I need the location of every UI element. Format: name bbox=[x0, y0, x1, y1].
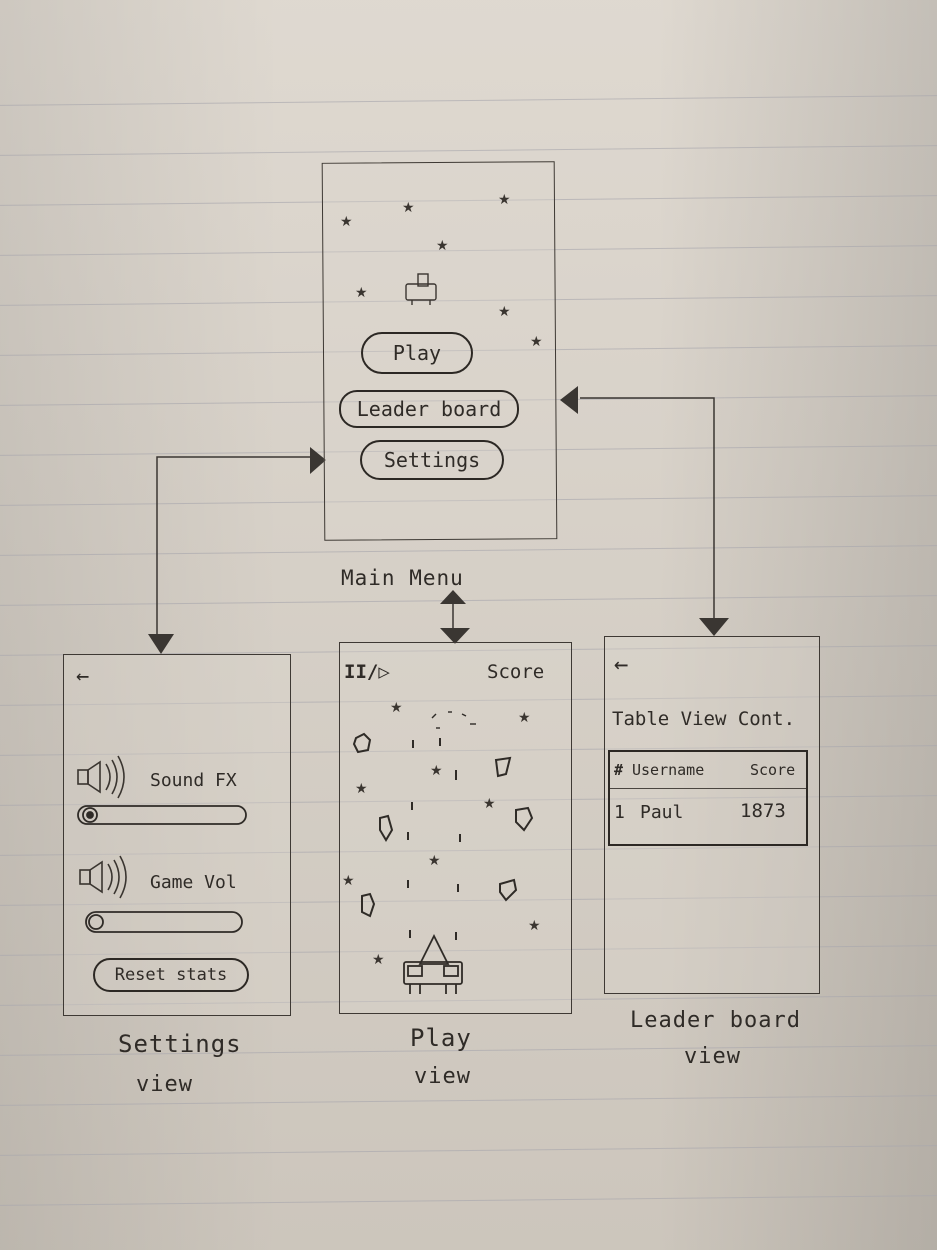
star-icon: ★ bbox=[402, 200, 415, 216]
reset-stats-button[interactable]: Reset stats bbox=[93, 958, 249, 992]
asteroid-icon bbox=[352, 732, 372, 754]
star-icon: ★ bbox=[340, 214, 353, 230]
asteroid-icon bbox=[379, 814, 394, 842]
play-caption-line2: view bbox=[414, 1064, 471, 1089]
asteroid-icon bbox=[499, 878, 518, 902]
speaker-icon bbox=[77, 755, 125, 799]
main-menu-caption: Main Menu bbox=[341, 566, 464, 590]
leaderboard-caption-line2: view bbox=[684, 1044, 741, 1069]
arrowhead-down-play bbox=[440, 628, 470, 644]
back-arrow-icon[interactable]: ← bbox=[76, 664, 90, 689]
table-header-row: # Username Score bbox=[610, 752, 806, 789]
star-icon: ★ bbox=[355, 285, 368, 301]
star-icon: ★ bbox=[372, 952, 385, 968]
arrowhead-to-settings bbox=[148, 634, 174, 654]
arrowhead-up-main bbox=[440, 590, 466, 604]
score-label: Score bbox=[487, 661, 545, 683]
table-row[interactable]: 1 Paul 1873 bbox=[610, 792, 806, 836]
game-vol-label: Game Vol bbox=[150, 872, 237, 893]
leaderboard-connector bbox=[580, 397, 715, 620]
star-icon: ★ bbox=[498, 192, 511, 208]
star-icon: ★ bbox=[430, 763, 443, 779]
header-score: Score bbox=[750, 761, 796, 779]
settings-caption-line2: view bbox=[136, 1072, 193, 1097]
star-icon: ★ bbox=[436, 238, 449, 254]
star-icon: ★ bbox=[530, 334, 543, 350]
settings-screen bbox=[63, 654, 291, 1016]
asteroid-icon bbox=[515, 806, 534, 832]
game-vol-slider bbox=[85, 911, 243, 933]
ship-icon bbox=[405, 273, 437, 305]
leaderboard-table: # Username Score 1 Paul 1873 bbox=[608, 750, 808, 846]
asteroid-icon bbox=[361, 892, 376, 918]
settings-button[interactable]: Settings bbox=[360, 440, 504, 480]
sound-fx-slider bbox=[77, 805, 247, 825]
play-screen bbox=[339, 642, 572, 1014]
play-caption-line1: Play bbox=[410, 1024, 472, 1052]
star-icon: ★ bbox=[528, 918, 541, 934]
leaderboard-caption-line1: Leader board bbox=[630, 1008, 801, 1033]
table-title: Table View Cont. bbox=[612, 708, 796, 730]
speaker-icon bbox=[79, 855, 127, 899]
header-username: Username bbox=[632, 761, 705, 779]
star-icon: ★ bbox=[518, 710, 531, 726]
bullets bbox=[407, 738, 461, 940]
leaderboard-button[interactable]: Leader board bbox=[339, 390, 519, 428]
asteroid-icon bbox=[494, 756, 512, 778]
star-icon: ★ bbox=[355, 781, 368, 797]
leaderboard-screen bbox=[604, 636, 820, 994]
explosion-marks bbox=[431, 711, 476, 729]
star-icon: ★ bbox=[390, 700, 403, 716]
row-score: 1873 bbox=[740, 800, 786, 822]
settings-caption-line1: Settings bbox=[118, 1030, 242, 1058]
star-icon: ★ bbox=[342, 873, 355, 889]
arrowhead-to-leaderboard bbox=[699, 618, 729, 636]
row-username: Paul bbox=[640, 802, 684, 823]
header-rank: # bbox=[614, 761, 624, 779]
ship-icon bbox=[403, 933, 463, 994]
star-icon: ★ bbox=[428, 853, 441, 869]
arrowhead-to-main-right bbox=[560, 386, 578, 414]
back-arrow-icon[interactable]: ← bbox=[614, 650, 629, 678]
pause-play-icon[interactable]: II/▷ bbox=[344, 661, 390, 683]
sound-fx-label: Sound FX bbox=[150, 770, 237, 791]
arrowhead-to-main-left bbox=[310, 447, 326, 474]
star-icon: ★ bbox=[483, 796, 496, 812]
play-button[interactable]: Play bbox=[361, 332, 473, 374]
star-icon: ★ bbox=[498, 304, 511, 320]
row-rank: 1 bbox=[614, 802, 625, 823]
settings-connector bbox=[156, 456, 312, 640]
